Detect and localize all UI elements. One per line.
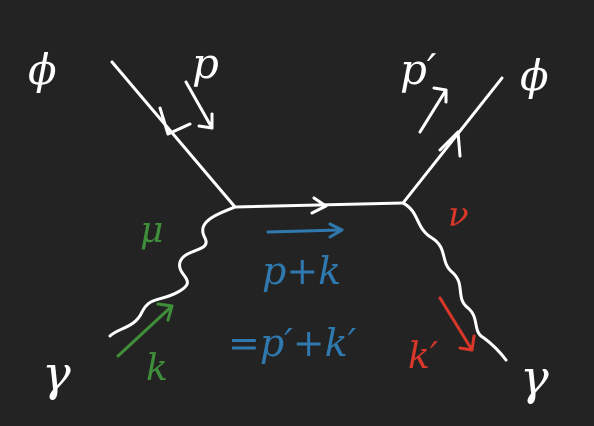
momentum-arrow-p-prime-head — [432, 86, 448, 104]
label-momentum-conservation: =p′+k′ — [228, 321, 357, 365]
momentum-arrow-p-head — [197, 112, 214, 130]
label-mu: μ — [140, 210, 163, 251]
label-nu: ν — [448, 195, 469, 235]
label-phi-out: ϕ — [520, 51, 549, 100]
internal-propagator-line — [233, 201, 405, 209]
incoming-photon-line — [108, 205, 237, 338]
incoming-phi-arrow — [158, 106, 192, 136]
momentum-arrow-p-prime — [418, 88, 448, 134]
label-p-prime: p′ — [400, 45, 437, 94]
outgoing-phi-line — [401, 76, 504, 205]
momentum-arrow-k-prime — [438, 296, 474, 352]
label-gamma-out: γ — [520, 350, 549, 406]
label-p: p — [192, 39, 219, 88]
internal-momentum-arrow — [266, 228, 342, 234]
outgoing-photon-line — [401, 201, 508, 362]
momentum-arrow-k-head — [156, 302, 174, 322]
label-gamma-in: γ — [42, 346, 71, 402]
internal-propagator-arrow — [310, 196, 328, 215]
momentum-arrow-k — [116, 304, 174, 358]
incoming-phi-line — [110, 60, 237, 209]
momentum-arrow-k-prime-head — [458, 334, 476, 352]
label-k-prime: k′ — [408, 336, 438, 377]
label-internal-momentum: p+k — [262, 249, 341, 293]
label-k: k — [146, 348, 168, 389]
outgoing-phi-arrow — [438, 130, 462, 158]
label-phi-in: ϕ — [28, 45, 57, 94]
internal-momentum-arrow-head — [328, 222, 344, 239]
momentum-arrow-p — [184, 80, 214, 130]
